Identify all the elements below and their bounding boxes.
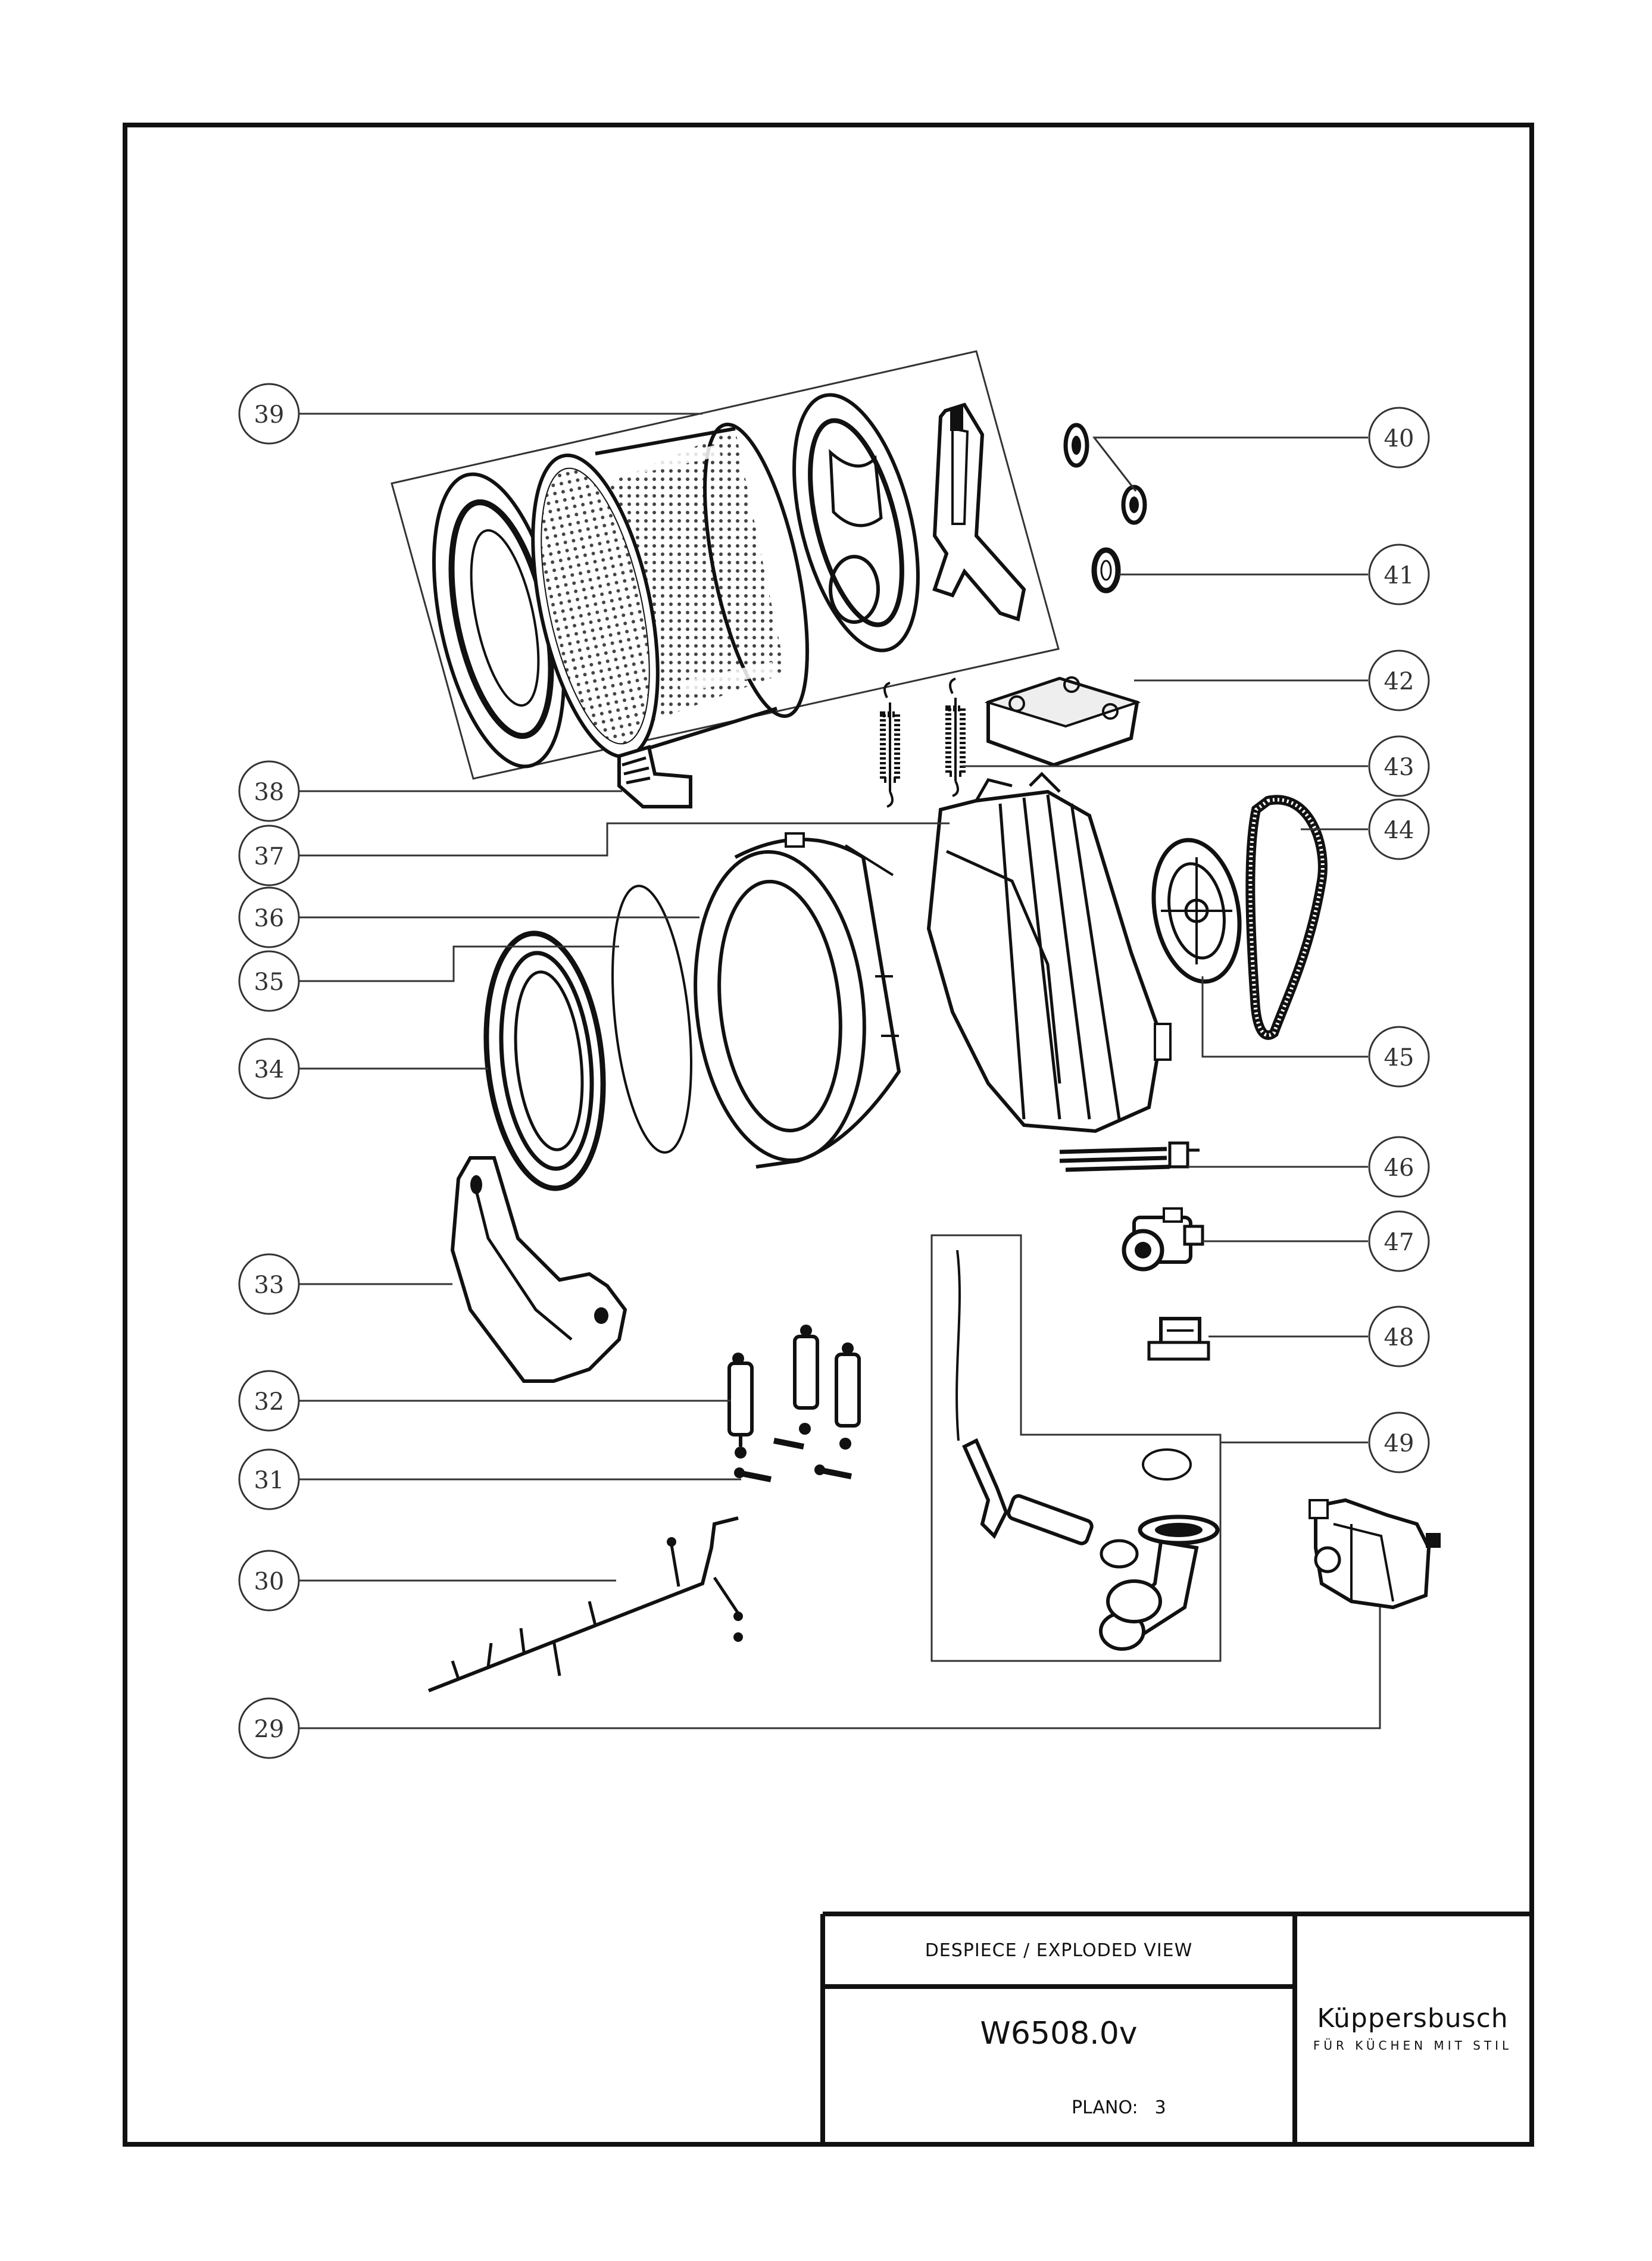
- bearing-upper: [1063, 423, 1089, 468]
- title-block-plano: PLANO: 3: [1072, 2090, 1250, 2125]
- plano-label: PLANO:: [1072, 2097, 1138, 2118]
- front-tub: [694, 832, 901, 1169]
- brand-slogan: FÜR KÜCHEN MIT STIL: [1313, 2038, 1513, 2053]
- counterweight-top: [984, 676, 1141, 767]
- rear-tub: [926, 772, 1172, 1133]
- svg-text:39: 39: [254, 401, 285, 429]
- callout-40: 40: [1368, 407, 1430, 469]
- transformer-block: [1147, 1317, 1210, 1361]
- drain-pump: [1122, 1207, 1204, 1272]
- callout-42: 42: [1368, 649, 1430, 711]
- callout-47: 47: [1368, 1210, 1430, 1272]
- svg-text:29: 29: [254, 1716, 285, 1743]
- svg-text:48: 48: [1384, 1324, 1414, 1351]
- counterweight-bottom: [450, 1156, 627, 1383]
- callout-45: 45: [1368, 1026, 1430, 1088]
- svg-text:47: 47: [1384, 1229, 1414, 1256]
- svg-text:46: 46: [1384, 1154, 1414, 1182]
- callout-38: 38: [238, 760, 300, 822]
- svg-text:32: 32: [254, 1388, 285, 1416]
- svg-text:33: 33: [254, 1272, 285, 1299]
- drum-spider-shaft: [932, 402, 1026, 622]
- callout-33: 33: [238, 1253, 300, 1315]
- callout-49: 49: [1368, 1411, 1430, 1473]
- wiring-harness: [427, 1516, 743, 1692]
- svg-text:30: 30: [254, 1568, 285, 1595]
- callout-30: 30: [238, 1550, 300, 1612]
- title-block-model: W6508.0v: [825, 1989, 1292, 2078]
- callout-46: 46: [1368, 1136, 1430, 1198]
- callout-44: 44: [1368, 798, 1430, 860]
- callout-35: 35: [238, 950, 300, 1012]
- model-number: W6508.0v: [980, 2016, 1138, 2051]
- svg-text:44: 44: [1384, 817, 1414, 844]
- svg-text:45: 45: [1384, 1044, 1414, 1072]
- tub-connector-hose: [617, 745, 692, 808]
- leader-lines: [299, 413, 1381, 1729]
- plano-number: 3: [1154, 2097, 1166, 2118]
- svg-text:38: 38: [254, 779, 285, 806]
- svg-text:36: 36: [254, 905, 285, 932]
- sheet-border: [123, 123, 1534, 2147]
- motor: [1309, 1498, 1441, 1610]
- drum-assembly-box: [391, 350, 1060, 780]
- callout-43: 43: [1368, 735, 1430, 797]
- svg-text:34: 34: [254, 1056, 285, 1083]
- callout-48: 48: [1368, 1306, 1430, 1367]
- callout-39: 39: [238, 383, 300, 445]
- callout-36: 36: [238, 886, 300, 948]
- svg-text:43: 43: [1384, 754, 1414, 781]
- shock-absorber: [727, 1325, 861, 1459]
- svg-text:37: 37: [254, 843, 285, 870]
- svg-text:31: 31: [254, 1467, 285, 1494]
- svg-text:49: 49: [1384, 1430, 1414, 1457]
- brand-name: Küppersbusch: [1317, 2003, 1509, 2034]
- callout-41: 41: [1368, 544, 1430, 605]
- callout-32: 32: [238, 1370, 300, 1432]
- callout-29: 29: [238, 1697, 300, 1759]
- suspension-spring: [880, 677, 966, 808]
- door-seal-ring: [483, 930, 606, 1191]
- svg-text:42: 42: [1384, 668, 1414, 695]
- svg-text:41: 41: [1384, 562, 1414, 589]
- svg-text:35: 35: [254, 969, 285, 996]
- bearing-lower: [1121, 485, 1147, 525]
- drum: [531, 423, 809, 759]
- brand-logo: Küppersbusch FÜR KÜCHEN MIT STIL: [1298, 1916, 1528, 2140]
- heating-element: [1059, 1141, 1200, 1172]
- title-block-frame: [820, 1912, 1529, 2142]
- drive-belt: [1245, 795, 1328, 1040]
- absorber-pin: [734, 1438, 852, 1482]
- title-block-title: DESPIECE / EXPLODED VIEW: [825, 1916, 1292, 1984]
- svg-text:40: 40: [1384, 425, 1414, 452]
- drawing-title: DESPIECE / EXPLODED VIEW: [925, 1940, 1193, 1961]
- tub-gasket: [611, 885, 692, 1154]
- shaft-seal: [1091, 547, 1121, 594]
- drum-pulley: [1151, 838, 1242, 984]
- callout-31: 31: [238, 1448, 300, 1510]
- callout-37: 37: [238, 825, 300, 886]
- drum-back-plate: [792, 393, 920, 652]
- drain-hose-assembly: [930, 1234, 1222, 1662]
- callout-34: 34: [238, 1038, 300, 1100]
